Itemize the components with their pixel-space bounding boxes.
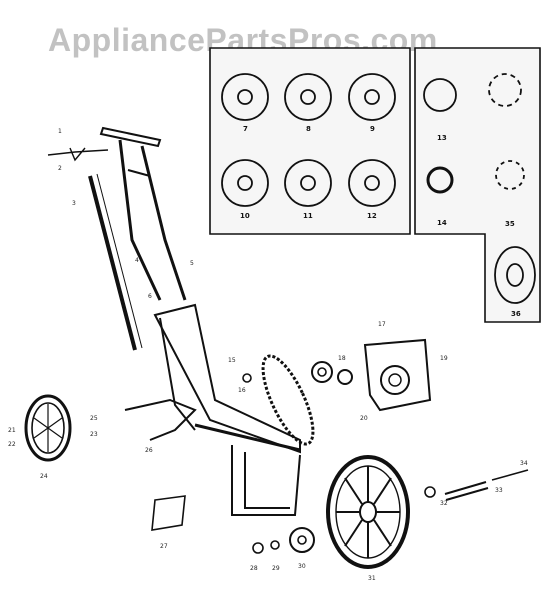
part-13 [423, 78, 457, 112]
callout-18: 18 [338, 355, 346, 362]
part-label-35: 35 [505, 220, 515, 228]
callout-15: 15 [228, 357, 236, 364]
handle-tube [88, 175, 137, 351]
callout-1: 1 [58, 128, 62, 135]
part-label-36: 36 [511, 310, 521, 318]
handle-grip [99, 126, 162, 148]
callout-30: 30 [298, 563, 306, 570]
plate-label-10: 10 [240, 212, 250, 220]
callout-16: 16 [238, 387, 246, 394]
callout-27: 27 [160, 543, 168, 550]
callout-24: 24 [40, 473, 48, 480]
part-36 [494, 246, 536, 304]
hopper-housing [363, 338, 432, 412]
callout-20: 20 [360, 415, 368, 422]
callout-17: 17 [378, 321, 386, 328]
callout-22: 22 [8, 441, 16, 448]
callout-23: 23 [90, 431, 98, 438]
bracket [151, 495, 186, 531]
frame-left [159, 317, 196, 431]
handle-right-rail [140, 145, 187, 301]
seed-plate-8 [284, 73, 332, 121]
callout-34: 34 [520, 460, 528, 467]
callout-25: 25 [90, 415, 98, 422]
callout-3: 3 [72, 200, 76, 207]
axle [444, 481, 489, 501]
rear-wheel [326, 455, 410, 569]
callout-5: 5 [190, 260, 194, 267]
seed-plate-7 [221, 73, 269, 121]
plate-label-12: 12 [367, 212, 377, 220]
callout-33: 33 [495, 487, 503, 494]
callout-labels: 1 2 3 4 5 6 15 16 17 18 19 20 21 22 23 2… [8, 128, 528, 582]
seed-plate-10 [221, 159, 269, 207]
plate-label-7: 7 [243, 125, 248, 133]
callout-2: 2 [58, 165, 62, 172]
part-14 [426, 166, 454, 194]
callout-19: 19 [440, 355, 448, 362]
parts-inset-panel [414, 47, 541, 323]
inset-labels: 7 8 9 10 11 12 13 14 35 36 [240, 125, 521, 318]
callout-29: 29 [272, 565, 280, 572]
frame-bar [194, 423, 301, 452]
callout-4: 4 [135, 257, 139, 264]
callout-26: 26 [145, 447, 153, 454]
sprocket-small [337, 369, 353, 385]
front-wheel [24, 394, 72, 462]
part-label-13: 13 [437, 134, 447, 142]
part-label-14: 14 [437, 219, 447, 227]
callout-32: 32 [440, 500, 448, 507]
frame-rear-arm [124, 398, 197, 441]
seed-plate-12 [348, 159, 396, 207]
callout-28: 28 [250, 565, 258, 572]
frame-upper [153, 303, 301, 454]
callout-21: 21 [8, 427, 16, 434]
sprocket-upper [311, 361, 333, 383]
callout-31: 31 [368, 575, 376, 582]
drive-chain [261, 354, 315, 446]
callout-6: 6 [148, 293, 152, 300]
plate-label-11: 11 [303, 212, 313, 220]
plate-label-9: 9 [370, 125, 375, 133]
seed-plate-panel [209, 47, 411, 235]
part-35 [488, 73, 525, 190]
seed-plate-9 [348, 73, 396, 121]
sprocket-lower [289, 527, 315, 553]
frame-foot [231, 445, 301, 516]
seed-plate-11 [284, 159, 332, 207]
handle-left-rail [118, 139, 162, 301]
shovel-part [47, 147, 109, 162]
plate-label-8: 8 [306, 125, 311, 133]
